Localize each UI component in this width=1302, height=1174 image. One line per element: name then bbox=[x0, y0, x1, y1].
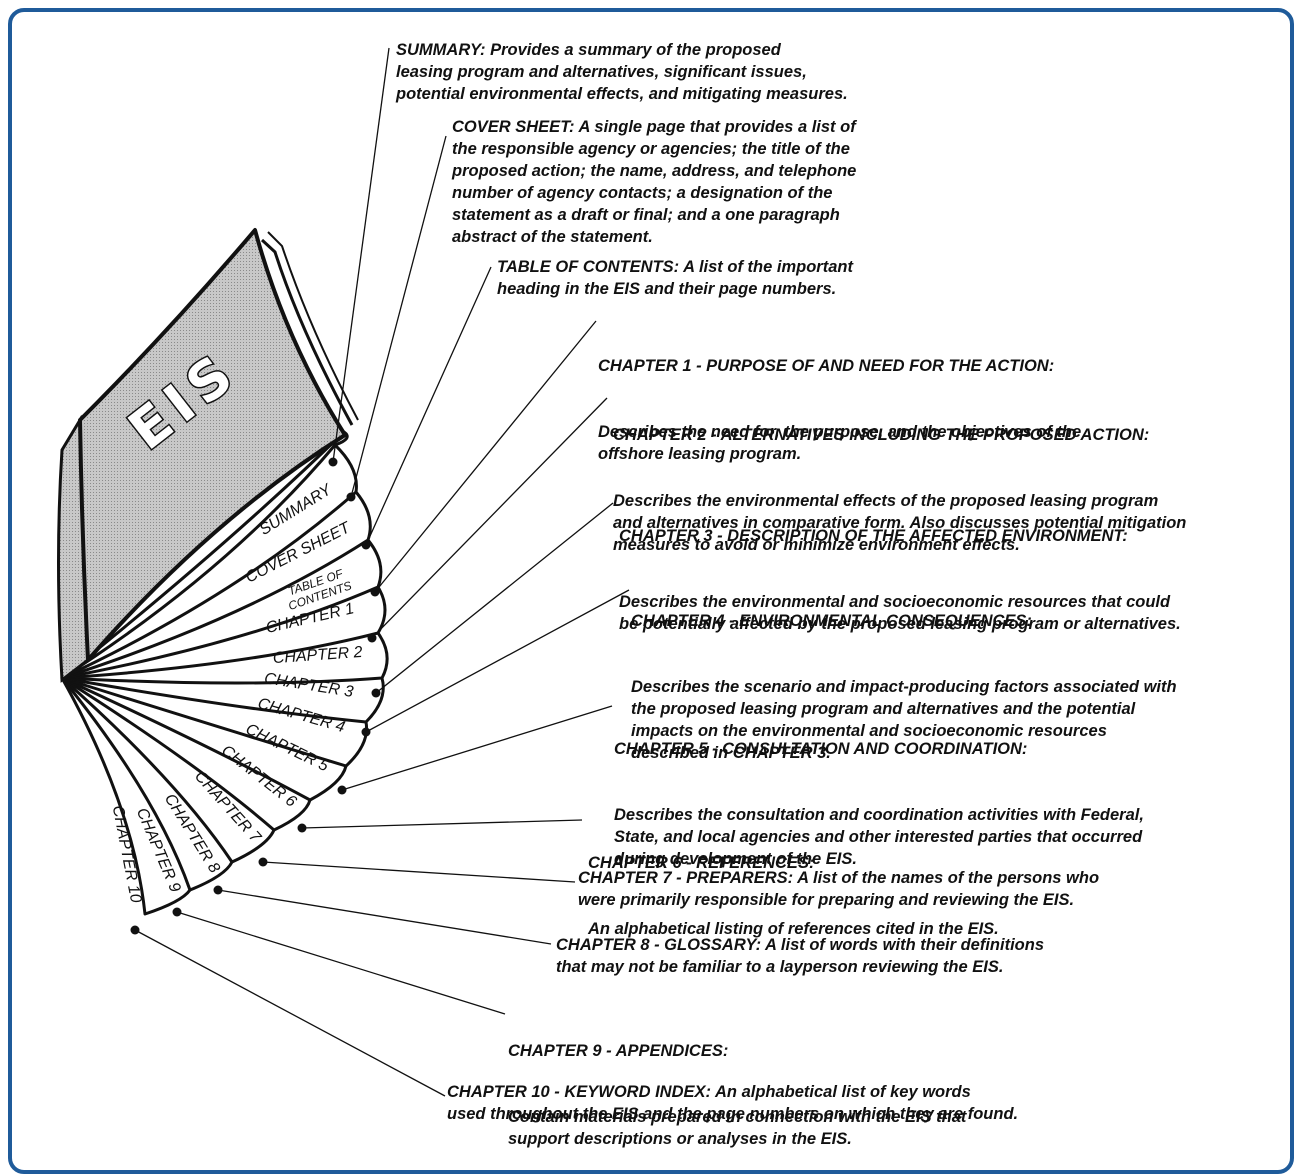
leader-line-ch3 bbox=[375, 502, 614, 694]
annotation-chapter-3-body: Describes the environmental and socioeco… bbox=[619, 593, 1181, 633]
book-page-edge bbox=[260, 238, 354, 426]
annotation-chapter-1-title: CHAPTER 1 - PURPOSE OF AND NEED FOR THE … bbox=[598, 357, 1055, 375]
annotation-chapter-4-body: Describes the scenario and impact-produc… bbox=[631, 678, 1177, 762]
annotation-chapter-9-title: CHAPTER 9 - APPENDICES: bbox=[508, 1042, 729, 1060]
annotation-chapter-8: CHAPTER 8 - GLOSSARY: A list of words wi… bbox=[556, 936, 1044, 976]
annotation-chapter-3: CHAPTER 3 - DESCRIPTION OF THE AFFECTED … bbox=[619, 481, 1181, 657]
annotation-chapter-6: CHAPTER 6 - REFERENCES: An alphabetical … bbox=[588, 808, 999, 962]
leader-line-ch7 bbox=[262, 861, 576, 883]
annotation-chapter-1: CHAPTER 1 - PURPOSE OF AND NEED FOR THE … bbox=[598, 311, 1081, 487]
annotation-chapter-6-body: An alphabetical listing of references ci… bbox=[588, 920, 999, 938]
leader-line-cover bbox=[350, 135, 447, 498]
annotation-chapter-5: CHAPTER 5 - CONSULTATION AND COORDINATIO… bbox=[614, 694, 1144, 892]
tab-label-ch2: CHAPTER 2 bbox=[272, 644, 363, 667]
leader-line-ch4 bbox=[365, 589, 630, 733]
leader-layer bbox=[130, 47, 630, 1097]
leader-line-ch5 bbox=[341, 705, 613, 791]
leader-line-ch1 bbox=[374, 320, 597, 593]
leader-line-ch2 bbox=[371, 397, 608, 639]
annotation-chapter-3-title: CHAPTER 3 - DESCRIPTION OF THE AFFECTED … bbox=[619, 527, 1128, 545]
tab-summary bbox=[60, 430, 349, 680]
annotation-chapter-6-title: CHAPTER 6 - REFERENCES: bbox=[588, 854, 815, 872]
annotation-chapter-9: CHAPTER 9 - APPENDICES: Contain material… bbox=[508, 996, 966, 1172]
annotation-chapter-2-body: Describes the environmental effects of t… bbox=[613, 492, 1187, 554]
annotation-cover-sheet: COVER SHEET: A single page that provides… bbox=[452, 118, 857, 246]
annotation-summary: SUMMARY: Provides a summary of the propo… bbox=[396, 41, 848, 103]
annotation-chapter-5-body: Describes the consultation and coordinat… bbox=[614, 806, 1144, 868]
annotation-chapter-2: CHAPTER 2 - ALTERNATIVES INCLUDING THE P… bbox=[613, 380, 1186, 578]
leader-line-toc bbox=[365, 266, 492, 546]
annotation-chapter-4: CHAPTER 4 - ENVIRONMENTAL CONSEQUENCES: … bbox=[631, 566, 1177, 786]
annotation-chapter-9-body: Contain materials prepared in connection… bbox=[508, 1108, 967, 1148]
annotation-chapter-4-title: CHAPTER 4 - ENVIRONMENTAL CONSEQUENCES: bbox=[631, 612, 1032, 630]
annotation-table-of-contents: TABLE OF CONTENTS: A list of the importa… bbox=[497, 258, 853, 298]
leader-line-ch6 bbox=[301, 819, 583, 829]
leader-line-ch10 bbox=[134, 929, 446, 1097]
annotation-chapter-7: CHAPTER 7 - PREPARERS: A list of the nam… bbox=[578, 869, 1100, 909]
book-page-edge bbox=[267, 231, 359, 421]
leader-line-ch8 bbox=[217, 889, 552, 945]
annotation-chapter-1-body: Describes the need for, the purpose, and… bbox=[598, 423, 1082, 463]
annotation-chapter-10: CHAPTER 10 - KEYWORD INDEX: An alphabeti… bbox=[447, 1083, 1019, 1123]
book-cover bbox=[78, 228, 347, 662]
annotation-chapter-5-title: CHAPTER 5 - CONSULTATION AND COORDINATIO… bbox=[614, 740, 1028, 758]
leader-line-ch9 bbox=[176, 911, 506, 1015]
annotation-chapter-2-title: CHAPTER 2 - ALTERNATIVES INCLUDING THE P… bbox=[613, 426, 1150, 444]
leader-line-summary bbox=[332, 47, 390, 463]
